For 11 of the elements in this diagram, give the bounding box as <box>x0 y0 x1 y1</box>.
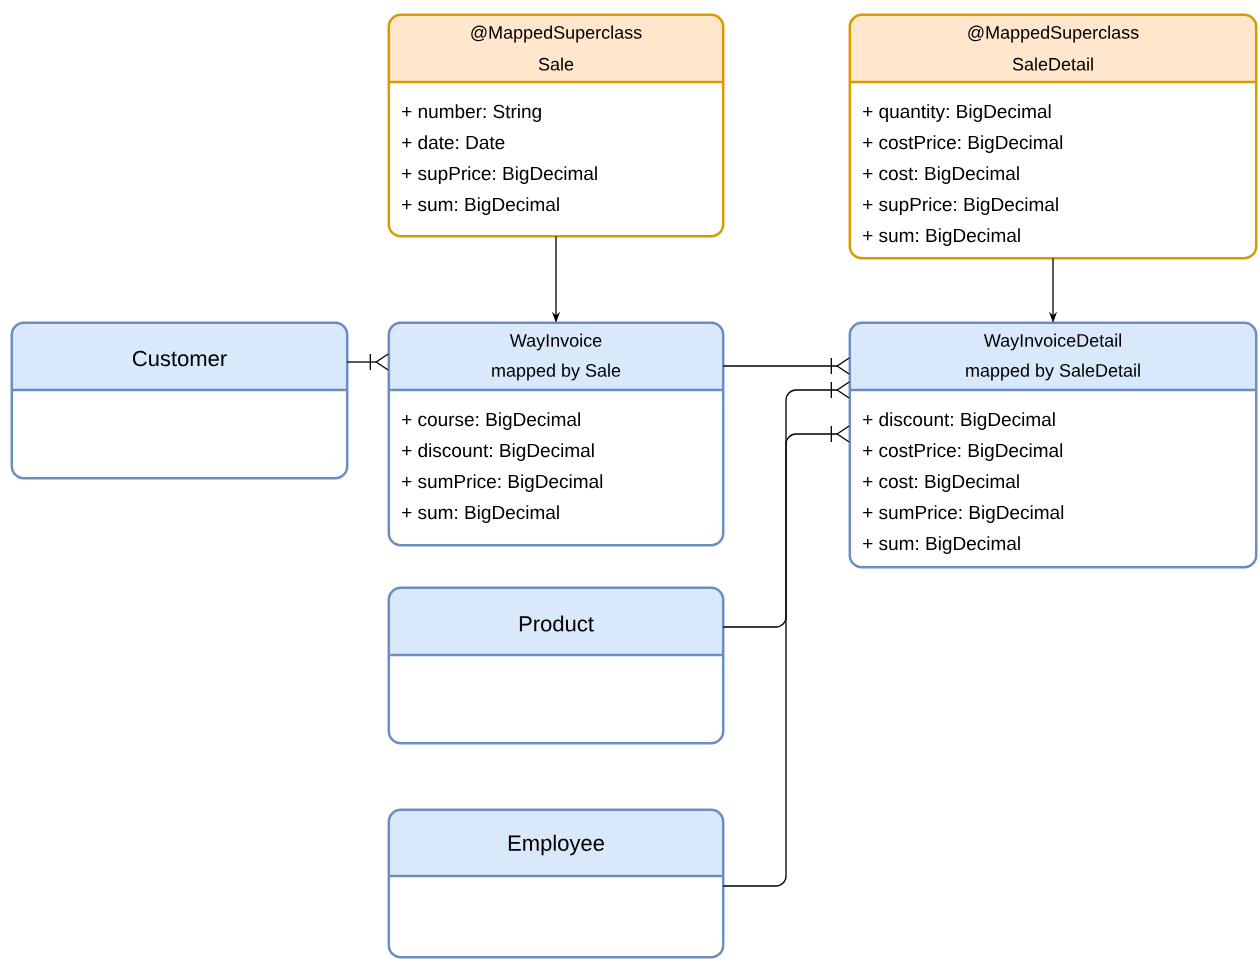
class-box: WayInvoice mapped by Sale + course: BigDecimal + discount: BigDecimal + sumPrice: BigDecimal + sum: BigDecimal <box>387 321 725 547</box>
connector <box>722 357 850 375</box>
connector <box>722 425 850 887</box>
class-box: @MappedSuperclass SaleDetail + quantity: BigDecimal + costPrice: BigDecimal + cost: BigDecimal + supPrice: BigDecimal + sum: BigDecimal <box>848 13 1258 260</box>
class-box: WayInvoiceDetail mapped by SaleDetail + discount: BigDecimal + costPrice: BigDecimal + cost: BigDecimal + sumPrice: BigDecimal + sum: BigDecimal <box>848 321 1258 569</box>
class-box: @MappedSuperclass Sale + number: String + date: Date + supPrice: BigDecimal + sum: BigDecimal <box>387 13 725 238</box>
class-box: Product <box>387 586 725 745</box>
connector <box>722 381 850 628</box>
class-box: Employee <box>387 808 725 959</box>
class-box: Customer <box>10 321 349 480</box>
connector <box>346 353 389 371</box>
